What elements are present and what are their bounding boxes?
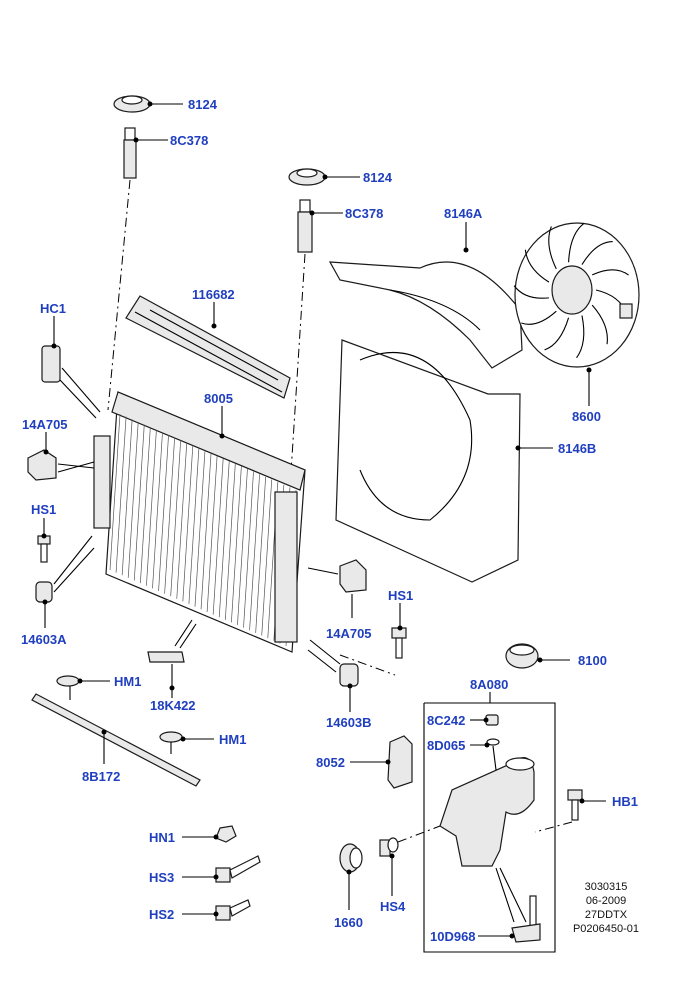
label-oring-8D065: 8D065 (427, 738, 466, 753)
reference-line-3: 27DDTX (584, 909, 628, 921)
rod-8C378-top (123, 127, 137, 179)
label-shroud-8146B: 8146B (558, 441, 597, 456)
bracket-hc1 (41, 345, 101, 419)
label-shroud-8146A: 8146A (444, 206, 483, 221)
reference-line-1: 3030315 (584, 881, 628, 893)
sensor-10D968 (495, 867, 541, 943)
fan-8600 (513, 222, 640, 368)
screw-hs3 (215, 855, 261, 883)
label-strip-8B172: 8B172 (82, 769, 121, 784)
label-nut-hn1: HN1 (149, 830, 176, 845)
label-clip-hm1-b: HM1 (219, 732, 247, 747)
label-radiator-8005: 8005 (204, 391, 233, 406)
label-clip-hm1-a: HM1 (114, 674, 142, 689)
clip-18K422 (147, 619, 197, 688)
label-rod-8C378-mid: 8C378 (345, 206, 384, 221)
shroud-lower-8146B (335, 339, 521, 583)
pulley-1660 (339, 843, 363, 873)
label-seal-strip-116682: 116682 (192, 287, 235, 302)
label-cap-8124-top: 8124 (188, 97, 217, 112)
label-screw-hs3: HS3 (149, 870, 175, 885)
bracket-8052 (387, 735, 413, 789)
label-rod-8C378-top: 8C378 (170, 133, 209, 148)
label-bracket-14A705-left: 14A705 (22, 417, 68, 432)
cap-8124-mid (288, 168, 326, 186)
screw-hs1-right (391, 627, 407, 659)
label-sensor-10D968: 10D968 (430, 929, 476, 944)
mount-14603A (35, 535, 95, 603)
shroud-upper-8146A (328, 261, 523, 369)
clip-hm1-b (159, 731, 183, 754)
label-fan-8600: 8600 (572, 409, 601, 424)
label-mount-14603A: 14603A (21, 632, 67, 647)
nut-hn1 (215, 825, 237, 843)
screw-hs4 (379, 825, 441, 857)
reference-line-4: P0206450-01 (572, 923, 640, 935)
label-pulley-1660: 1660 (334, 915, 363, 930)
label-screw-hs2: HS2 (149, 907, 175, 922)
bolt-hb1 (534, 789, 583, 833)
tank-assembly-8A080 (423, 702, 556, 953)
label-plug-8C242: 8C242 (427, 713, 466, 728)
bracket-14A705-right (307, 559, 367, 618)
cap-8100 (505, 643, 539, 669)
leader-lines (41, 101, 606, 939)
label-screw-hs1-left: HS1 (31, 502, 57, 517)
label-screw-hs1-right: HS1 (388, 588, 414, 603)
label-bracket-14A705-right: 14A705 (326, 626, 372, 641)
seal-strip-116682 (125, 295, 291, 399)
label-cap-8124-mid: 8124 (363, 170, 392, 185)
screw-hs2 (215, 899, 251, 921)
oring-8D065 (486, 738, 500, 771)
label-bracket-hc1: HC1 (40, 301, 67, 316)
label-tank-8A080: 8A080 (470, 677, 509, 692)
label-screw-hs4: HS4 (380, 899, 406, 914)
radiator-8005 (93, 391, 306, 653)
label-bracket-8052: 8052 (316, 755, 345, 770)
label-mount-14603B: 14603B (326, 715, 372, 730)
reference-line-2: 06-2009 (585, 895, 627, 907)
label-clip-18K422: 18K422 (150, 698, 196, 713)
mount-14603B (307, 639, 396, 687)
bracket-14A705-left (27, 449, 95, 481)
label-bolt-hb1: HB1 (612, 794, 639, 809)
screw-hs1-left (37, 535, 51, 563)
cap-8124-top (113, 95, 151, 113)
clip-hm1-a (56, 675, 80, 700)
label-cap-8100: 8100 (578, 653, 607, 668)
strip-8B172 (31, 693, 201, 787)
rod-8C378-mid (297, 199, 313, 253)
reference-block: 3030315 06-2009 27DDTX P0206450-01 (566, 880, 646, 936)
